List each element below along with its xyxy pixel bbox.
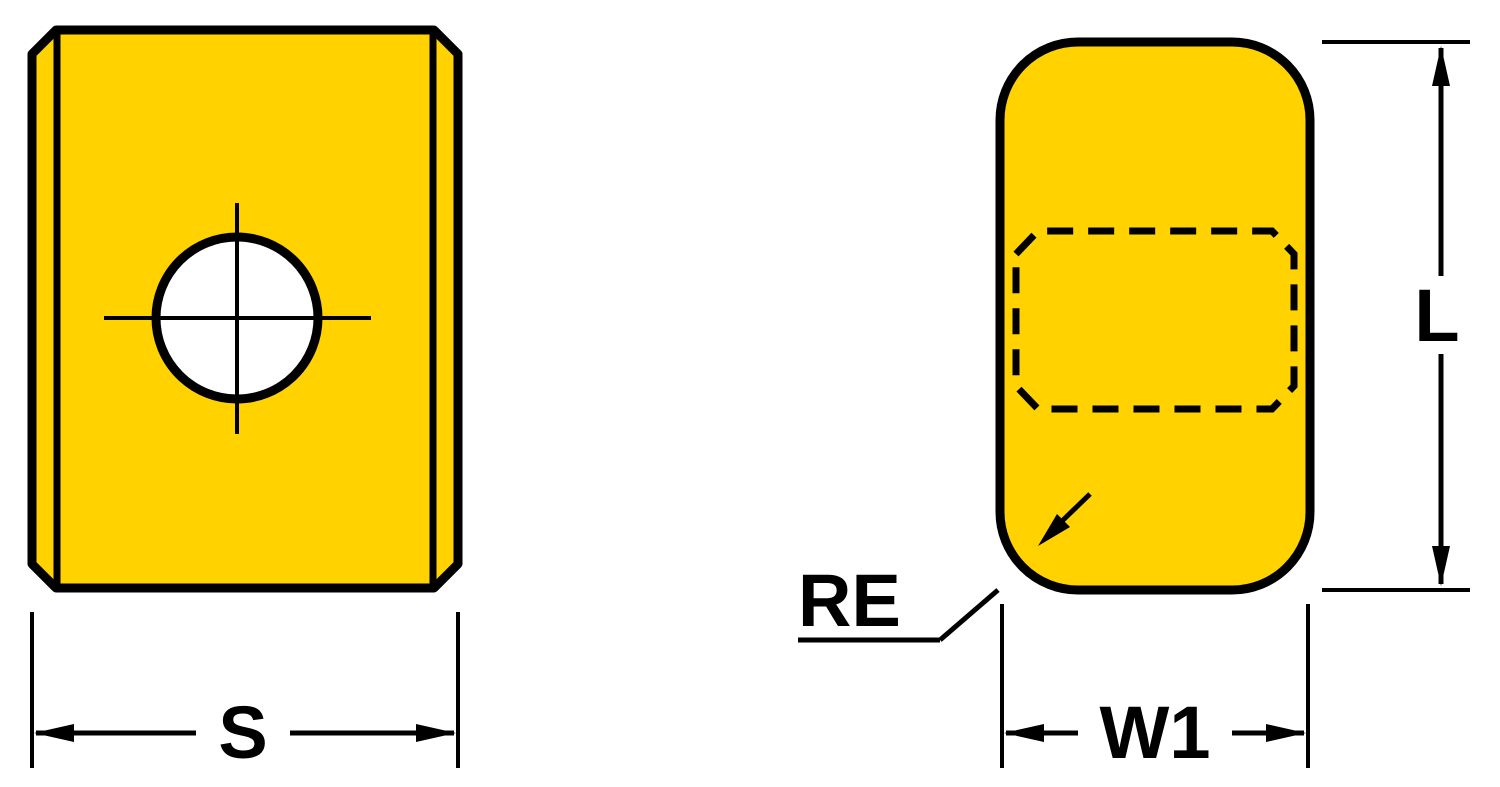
dimension-l-label: L — [1414, 274, 1459, 357]
dimension-l-arrow-up-icon — [1432, 46, 1450, 86]
re-leader-line — [938, 588, 1000, 642]
re-callout: RE — [798, 492, 1092, 643]
dimension-s-arrow-right-icon — [416, 724, 456, 742]
dimension-s: S — [30, 612, 460, 774]
dimension-s-arrow-left-icon — [34, 724, 74, 742]
re-arrow-tail — [1058, 492, 1092, 525]
dimension-s-label: S — [218, 691, 267, 774]
dimension-w1-arrow-left-icon — [1004, 724, 1044, 742]
re-arrowhead-icon — [1038, 514, 1070, 546]
side-hidden-geometry-dashed — [1012, 227, 1298, 413]
dimension-l-arrow-down-icon — [1432, 546, 1450, 586]
dimension-w1-label: W1 — [1100, 691, 1211, 774]
dimension-l: L — [1322, 40, 1470, 592]
dimension-w1-arrow-right-icon — [1266, 724, 1306, 742]
front-view — [27, 25, 463, 593]
dimension-w1: W1 — [1000, 604, 1310, 774]
side-insert-body — [995, 37, 1315, 595]
side-view — [995, 37, 1315, 595]
re-label: RE — [798, 559, 901, 642]
